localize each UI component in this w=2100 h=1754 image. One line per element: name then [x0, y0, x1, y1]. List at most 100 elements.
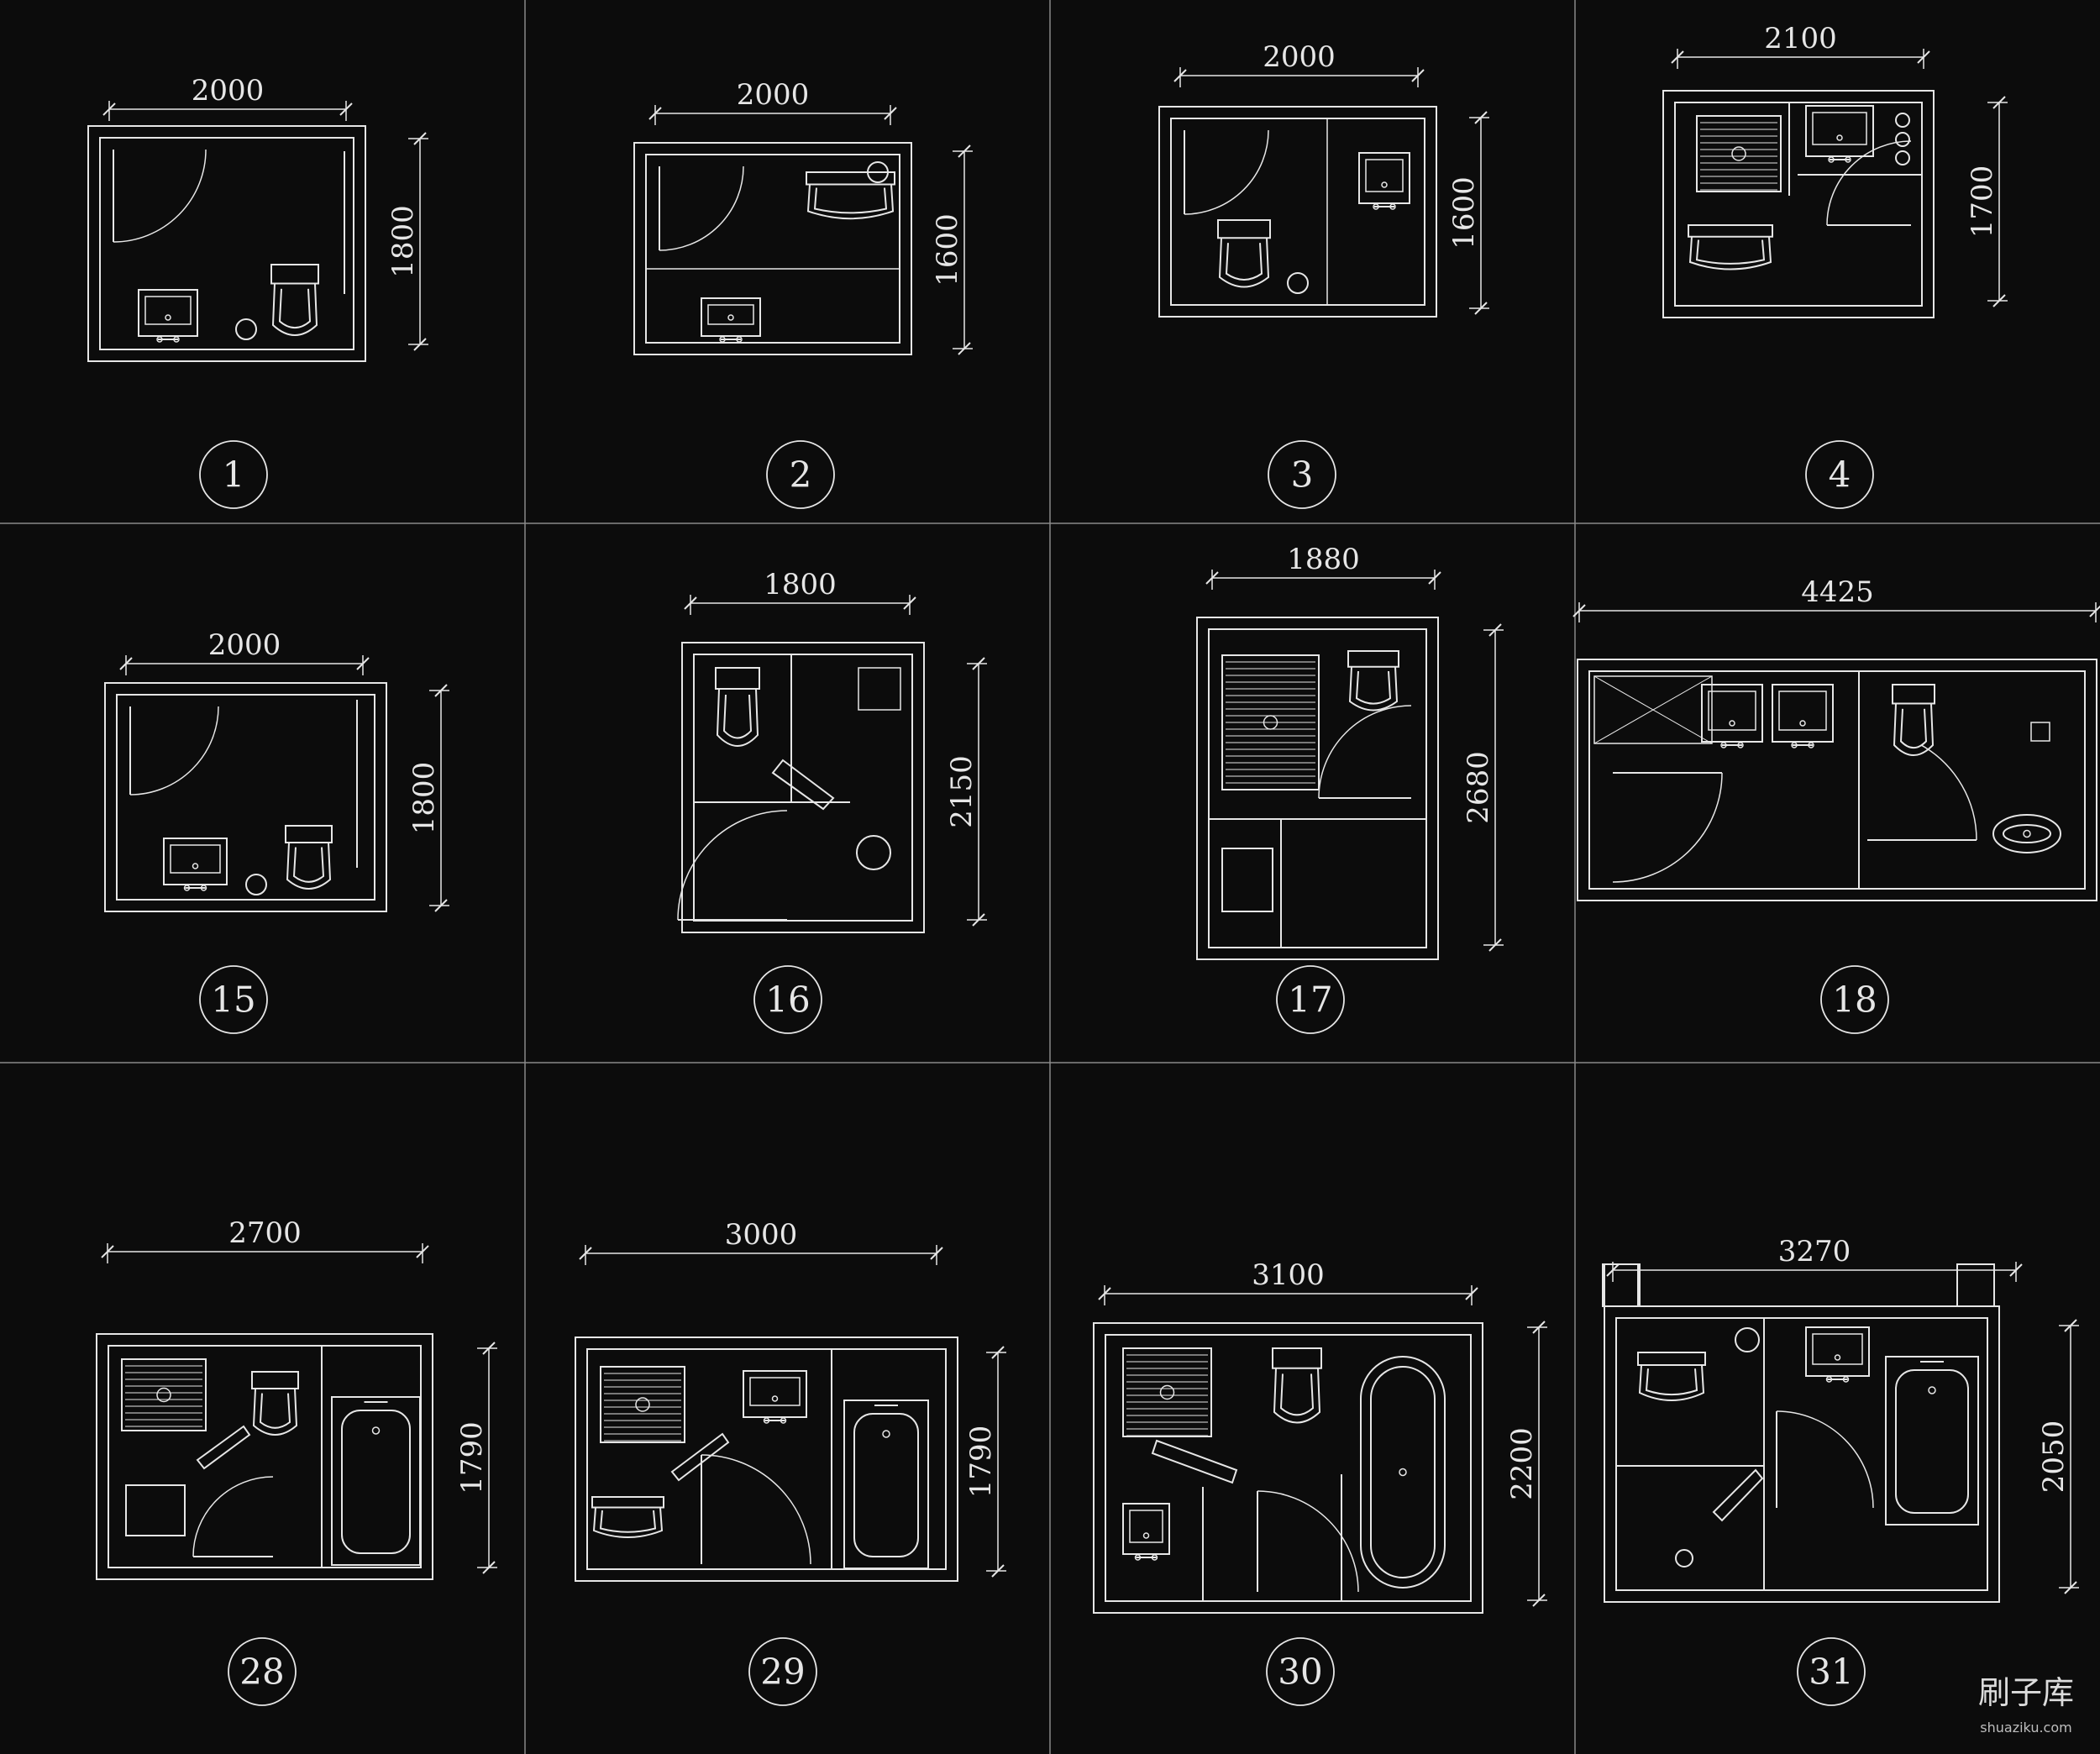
sink-icon	[1772, 684, 1834, 748]
plan-number-badge: 30	[1266, 1637, 1335, 1706]
bathtub-icon	[1885, 1356, 1979, 1526]
width-label: 2100	[1764, 22, 1837, 55]
door-swing-icon	[677, 810, 788, 921]
height-label: 1800	[407, 762, 441, 835]
plan-number-badge: 15	[199, 965, 268, 1034]
door-swing-icon	[192, 1476, 274, 1557]
floor-plan-29: 3000 1790 29	[575, 1218, 1006, 1706]
width-dimension: 1800	[684, 568, 916, 615]
width-label: 2000	[1263, 40, 1336, 74]
height-label: 2200	[1505, 1427, 1539, 1500]
height-dimension: 1600	[931, 144, 973, 355]
width-dimension: 2700	[101, 1216, 429, 1263]
width-dimension: 1880	[1205, 543, 1441, 590]
toilet-icon	[715, 667, 760, 747]
plan-number: 28	[239, 1652, 284, 1693]
floor-plan-2: 2000 1600 2	[633, 78, 973, 509]
width-dimension: 2000	[648, 78, 897, 125]
height-label: 1600	[1447, 176, 1481, 249]
height-dimension: 1800	[407, 684, 449, 912]
height-dimension: 2680	[1462, 623, 1504, 952]
width-label: 2000	[208, 628, 281, 662]
sink-icon	[1805, 1326, 1870, 1383]
shower-tray-icon	[121, 1358, 207, 1431]
width-dimension: 2000	[102, 74, 353, 121]
plan-number: 30	[1278, 1652, 1322, 1693]
width-label: 2000	[737, 78, 810, 112]
floor-plan-16: 1800 2150 16	[677, 568, 987, 1034]
plan-number: 3	[1291, 454, 1314, 496]
door-swing-icon	[1867, 744, 1977, 841]
width-label: 1880	[1287, 543, 1360, 576]
floor-plan-4: 2100 1700 4	[1662, 22, 2008, 509]
width-dimension: 2000	[119, 628, 370, 675]
door-swing-icon	[701, 1454, 811, 1565]
height-dimension: 1790	[964, 1346, 1006, 1578]
width-dimension: 2100	[1671, 22, 1930, 69]
plan-number-badge: 18	[1820, 965, 1889, 1034]
plan-number: 17	[1288, 979, 1332, 1021]
bathtub-icon	[331, 1396, 421, 1566]
shower-tray-icon	[1122, 1347, 1212, 1437]
toilet-icon	[1217, 219, 1271, 288]
height-label: 1700	[1966, 165, 1999, 239]
plan-number: 4	[1829, 454, 1851, 496]
height-label: 1800	[386, 205, 420, 278]
plan-number: 18	[1832, 979, 1877, 1021]
height-label: 2150	[945, 755, 979, 828]
sink-icon	[1358, 152, 1410, 210]
door-swing-icon	[1612, 772, 1723, 883]
floor-plan-28: 2700 1790 28	[96, 1216, 497, 1706]
door-swing-icon	[659, 165, 744, 251]
plan-number: 2	[790, 454, 812, 496]
plan-number-badge: 28	[228, 1637, 297, 1706]
watermark-text: 刷子库	[1978, 1674, 2074, 1711]
door-swing-icon	[1318, 705, 1412, 799]
toilet-icon	[1892, 684, 1935, 756]
height-dimension: 1790	[455, 1342, 497, 1574]
freestanding-tub-icon	[1360, 1356, 1446, 1589]
plan-number-badge: 4	[1805, 440, 1874, 509]
plan-number-badge: 29	[748, 1637, 817, 1706]
watermark-logo: 刷子库 shuaziku.com	[1978, 1674, 2074, 1736]
height-label: 1790	[964, 1426, 998, 1499]
toilet-icon	[270, 264, 319, 336]
sink-icon	[1701, 684, 1763, 748]
door-swing-icon	[1826, 140, 1912, 226]
width-label: 3100	[1252, 1258, 1325, 1292]
width-label: 2700	[228, 1216, 302, 1250]
toilet-icon	[1637, 1352, 1706, 1401]
freestanding-tub-icon	[1992, 814, 2061, 853]
door-swing-icon	[1776, 1410, 1874, 1509]
plan-number: 29	[760, 1652, 805, 1693]
door-swing-icon	[113, 149, 207, 243]
plan-number: 16	[765, 979, 810, 1021]
height-dimension: 1600	[1447, 111, 1489, 315]
floor-plan-17: 1880 2680 17	[1196, 543, 1504, 1034]
width-dimension: 3100	[1098, 1258, 1478, 1305]
width-dimension: 3000	[579, 1218, 943, 1265]
height-label: 2050	[2037, 1421, 2071, 1494]
height-label: 2680	[1462, 751, 1495, 824]
width-label: 1800	[764, 568, 837, 601]
width-dimension: 4425	[1572, 575, 2100, 622]
floor-plan-30: 3100 2200 30	[1093, 1258, 1547, 1706]
watermark-url: shuaziku.com	[1980, 1720, 2071, 1736]
width-label: 3000	[725, 1218, 798, 1252]
sink-icon	[743, 1370, 807, 1424]
height-dimension: 1800	[386, 132, 428, 351]
toilet-icon	[1688, 224, 1773, 270]
sink-icon	[701, 297, 761, 343]
floor-plan-15: 2000 1800 15	[104, 628, 449, 1034]
width-label: 4425	[1801, 575, 1874, 609]
shower-tray-icon	[600, 1366, 685, 1443]
height-dimension: 2150	[945, 657, 987, 927]
floor-plan-3: 2000 1600 3	[1158, 40, 1489, 509]
plan-number: 15	[211, 979, 255, 1021]
toilet-icon	[591, 1496, 664, 1538]
sink-icon	[138, 289, 198, 343]
sink-icon	[163, 838, 228, 891]
